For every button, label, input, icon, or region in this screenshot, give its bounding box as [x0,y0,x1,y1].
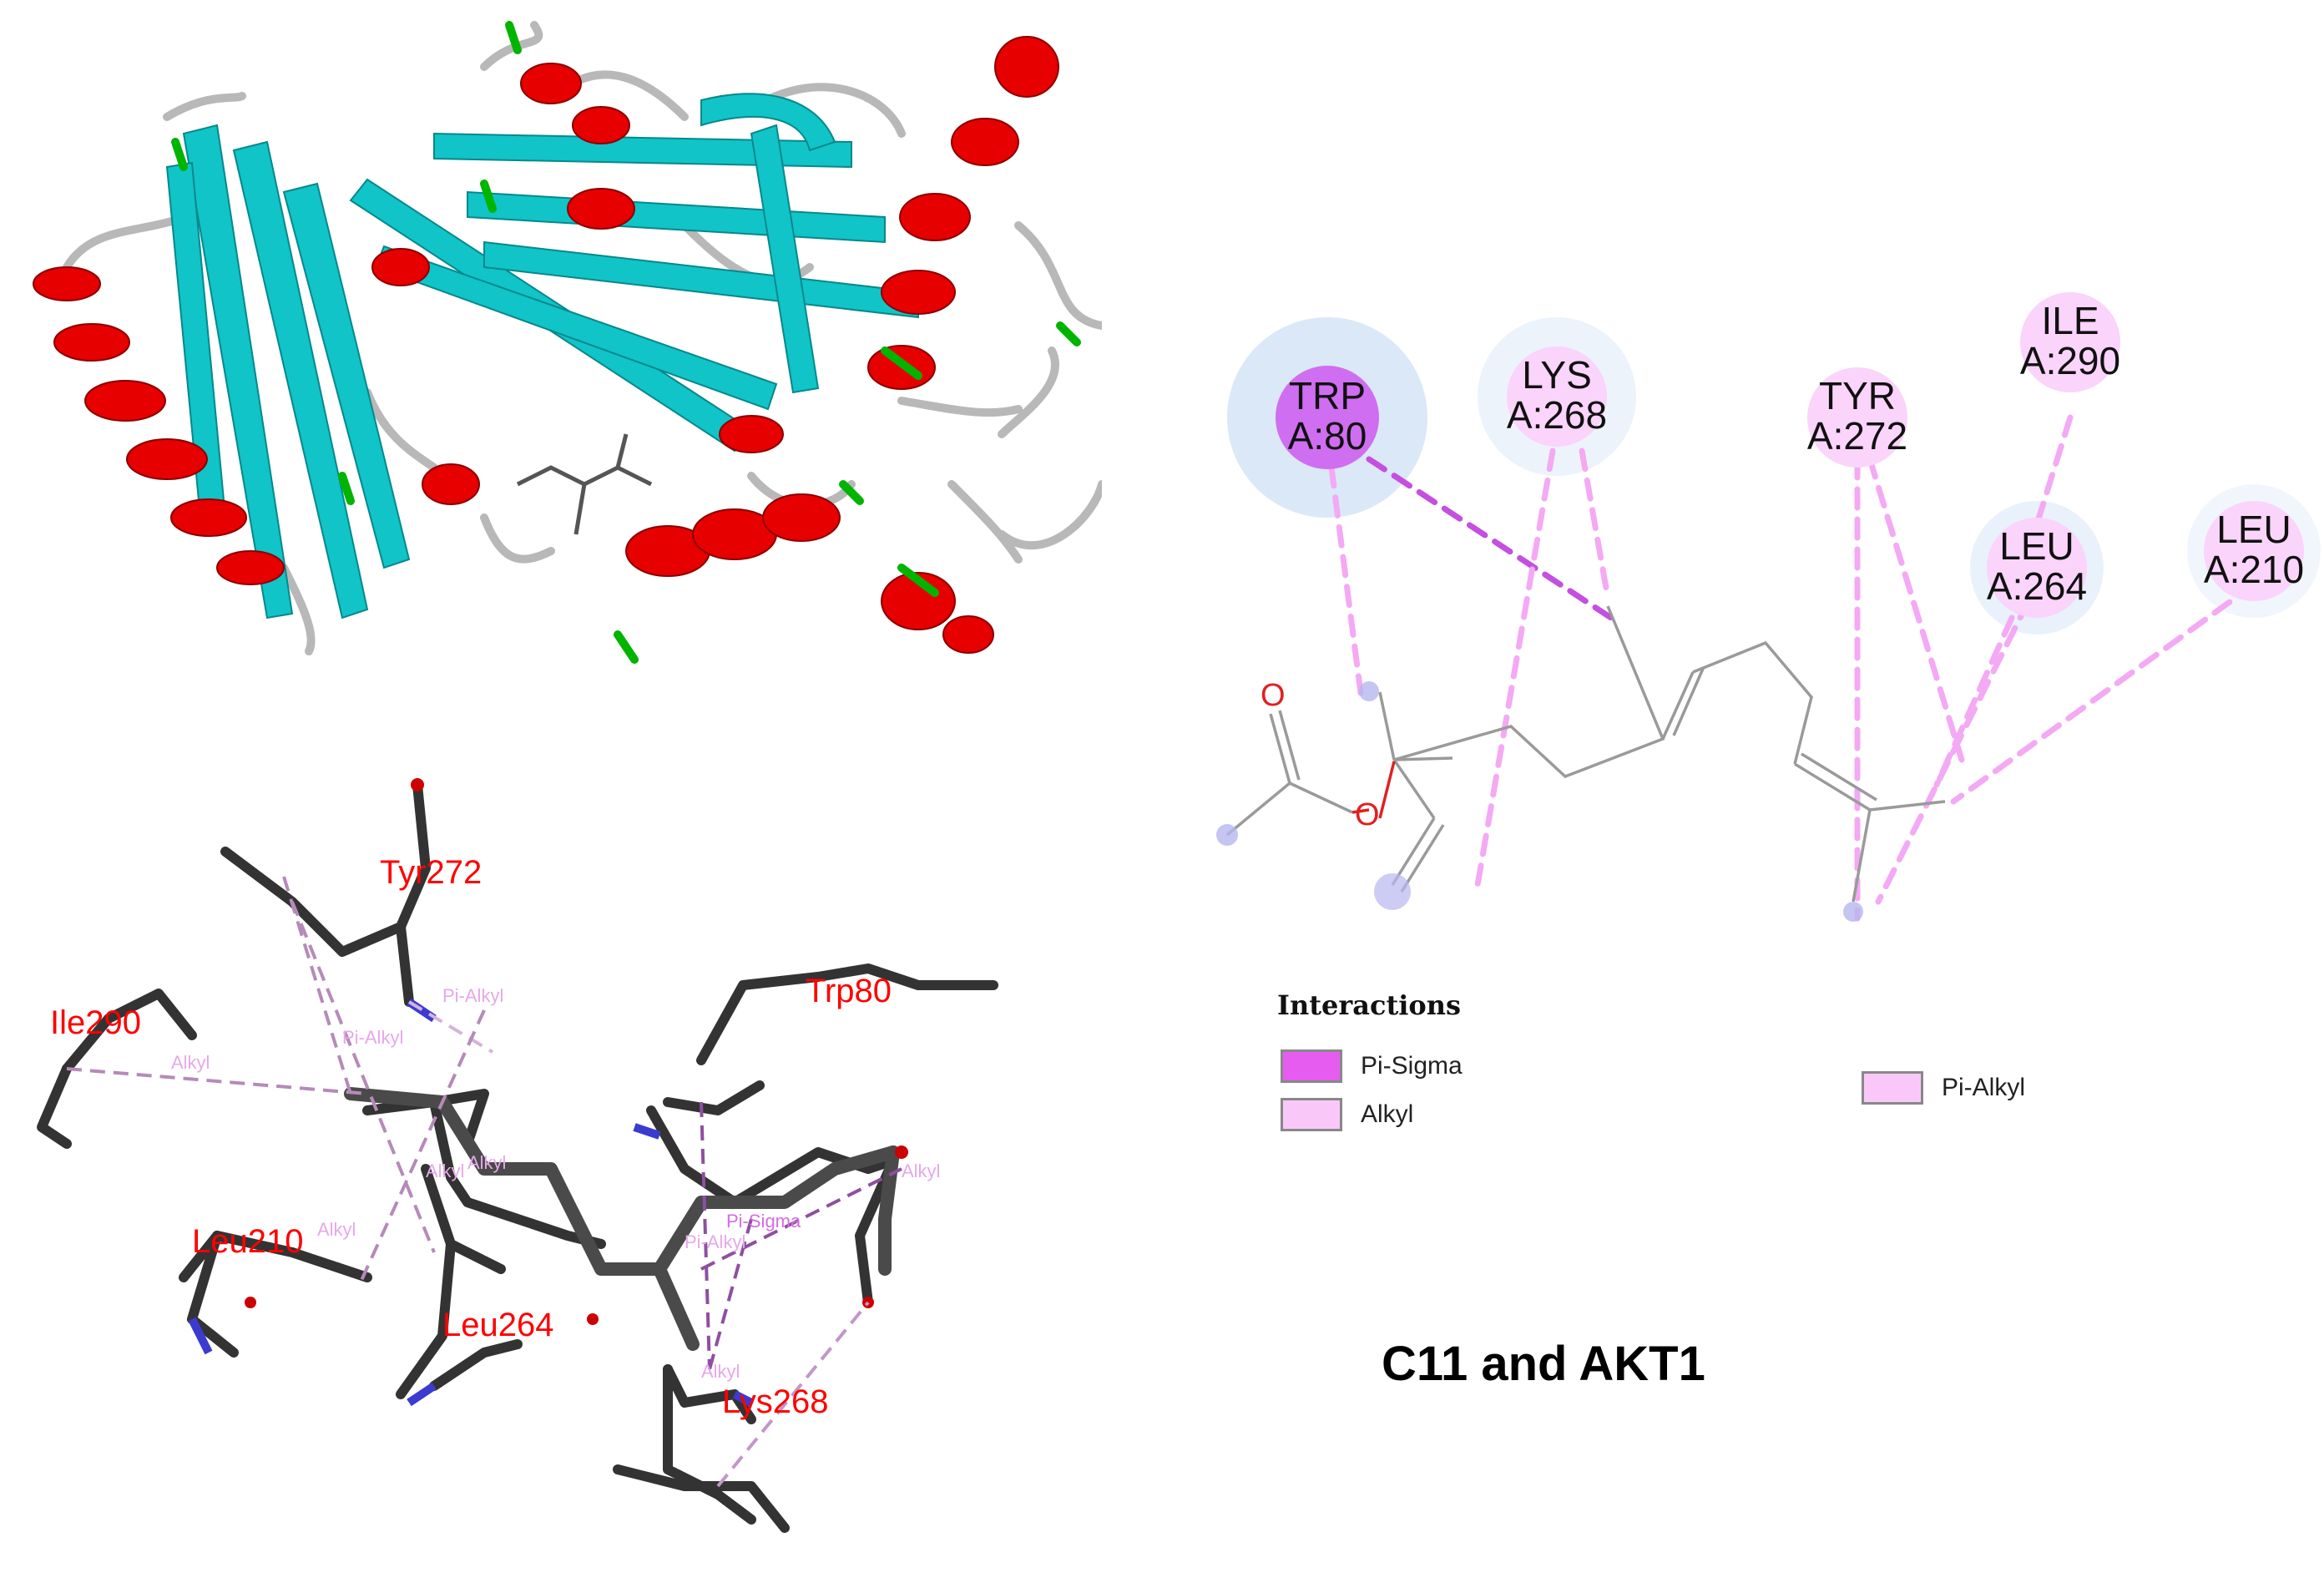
residue-labels-3d: Tyr272 Ile290 Trp80 Leu210 Leu264 Lys268 [50,854,892,1420]
interaction-diagram-2d: O O TRP A:80 LYS A:268 TYR A:272 ILE [1216,292,2321,922]
interaction-label: Pi-Alkyl [685,1231,745,1252]
legend-title: Interactions [1277,989,1462,1021]
residue-name-leu264: LEU [1999,524,2074,568]
interaction-label: Alkyl [902,1161,940,1181]
legend-swatch-pi-sigma [1281,1049,1342,1083]
residue-labels-2d: TRP A:80 LYS A:268 TYR A:272 ILE A:290 L… [1288,299,2304,608]
legend-label-alkyl: Alkyl [1361,1100,1414,1128]
legend-swatch-pi-alkyl [1862,1071,1923,1105]
interaction-label: Alkyl [171,1052,210,1073]
interaction-label-pi-sigma: Pi-Sigma [726,1211,801,1231]
ligand-sticks-3d [344,1087,900,1351]
residue-number-tyr: A:272 [1807,414,1907,458]
carbonyl-oxygen-label: O [1261,678,1286,713]
residue-label-trp80: Trp80 [806,973,892,1009]
interaction-dashes-2d [1328,414,2257,922]
ester-oxygen-label: O [1355,797,1380,832]
residue-disc-leu210 [2204,501,2304,601]
figure-caption: C11 and AKT1 [1382,1337,1705,1391]
residue-name-leu210: LEU [2216,508,2291,551]
interaction-label: Alkyl [426,1161,464,1181]
protein-ribbon-view [33,21,1102,664]
legend-label-pi-sigma: Pi-Sigma [1361,1052,1463,1080]
turn-segments [171,21,1081,664]
residue-number-trp: A:80 [1288,414,1367,458]
residue-name-lys: LYS [1522,353,1592,397]
binding-pocket-3d-view: Pi-Alkyl Pi-Alkyl Alkyl Alkyl Alkyl Alky… [37,778,998,1533]
legend-item-pi-sigma: Pi-Sigma [1281,1049,1463,1083]
interaction-label: Alkyl [317,1219,356,1240]
contact-atoms [1216,681,1863,922]
residue-disc-trp80 [1276,366,1379,469]
residue-disc-leu264 [1987,518,2087,618]
residue-number-leu210: A:210 [2204,548,2304,591]
residue-disc-ile290 [2020,292,2120,392]
residue-label-lys268: Lys268 [722,1383,829,1420]
interaction-label: Alkyl [467,1152,506,1173]
interaction-label: Pi-Alkyl [442,985,503,1006]
residue-number-leu264: A:264 [1987,564,2087,608]
residue-disc-lys268 [1507,346,1607,447]
beta-sheet-strands [165,93,919,620]
legend-label-pi-alkyl: Pi-Alkyl [1942,1074,2026,1101]
residue-halos [1227,317,2321,635]
residue-number-ile: A:290 [2020,339,2120,382]
interaction-label: Alkyl [701,1361,740,1382]
residue-label-leu210: Leu210 [192,1223,303,1260]
interactions-legend: Interactions Pi-Sigma Alkyl Pi-Alkyl [1277,989,2195,1156]
legend-item-pi-alkyl: Pi-Alkyl [1862,1071,2025,1105]
residue-number-lys: A:268 [1507,393,1607,437]
interaction-label: Pi-Alkyl [342,1027,403,1048]
bound-ligand-sticks [516,433,653,535]
residue-label-ile290: Ile290 [50,1004,141,1041]
interaction-dashes-3d [66,876,902,1488]
oxygen-atoms-2d: O O [1261,678,1396,832]
legend-swatch-alkyl [1281,1098,1342,1131]
legend-item-alkyl: Alkyl [1281,1098,1413,1131]
residue-disc-tyr272 [1807,367,1907,468]
residue-name-trp: TRP [1289,374,1366,417]
residue-discs [1276,292,2304,618]
interaction-labels-3d: Pi-Alkyl Pi-Alkyl Alkyl Alkyl Alkyl Alky… [171,985,940,1382]
residue-label-leu264: Leu264 [442,1307,553,1343]
residue-name-tyr: TYR [1819,374,1896,417]
alpha-helices [33,36,1059,654]
ligand-skeleton-2d [1225,605,1946,903]
residue-label-tyr272: Tyr272 [380,854,482,891]
residue-name-ile: ILE [2041,299,2099,342]
residue-sticks [37,780,998,1533]
